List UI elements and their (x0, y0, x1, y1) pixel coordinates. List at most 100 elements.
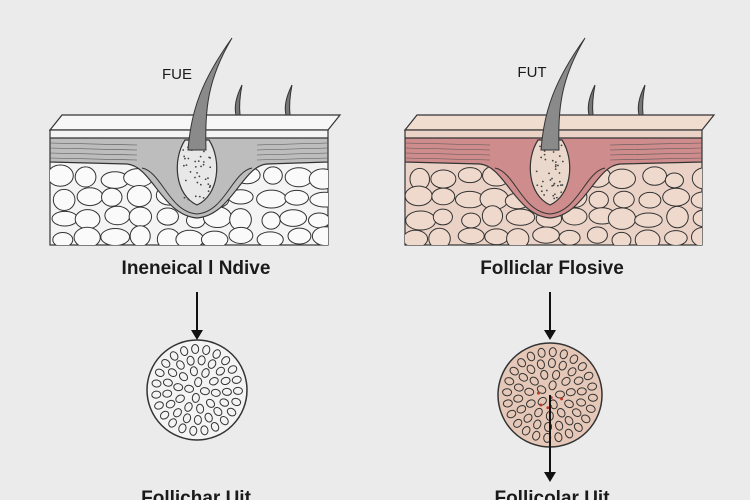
follicle-dot (202, 197, 205, 199)
tissue-cell (308, 212, 328, 229)
tissue-cell (311, 226, 328, 245)
follicle-dot (557, 164, 559, 167)
follicle-dot (548, 172, 550, 175)
tissue-cell (666, 205, 689, 229)
graft-cell (534, 407, 543, 418)
band-line (50, 142, 328, 146)
graft-cell (162, 389, 173, 398)
follicle-dot (561, 184, 564, 186)
graft-cell (184, 402, 193, 412)
graft-cell (178, 423, 187, 434)
graft-cell (191, 344, 200, 355)
tissue-cell (613, 190, 635, 209)
left-result-label: Follichar Uit (141, 488, 251, 500)
graft-cell (577, 362, 587, 372)
tissue-cell (634, 212, 663, 228)
blood-dot (546, 406, 550, 410)
graft-cell (502, 388, 513, 397)
follicle-dot (183, 196, 186, 199)
tissue-cell (611, 231, 632, 245)
graft-cell (567, 367, 577, 377)
tissue-cell (308, 168, 328, 190)
follicle-dot (540, 185, 543, 188)
follicle-dot (194, 165, 197, 168)
graft-cell (548, 347, 557, 358)
L-skin-block (48, 37, 342, 246)
follicle-dot (182, 149, 185, 151)
graft-cell (513, 394, 524, 403)
graft-cell (173, 408, 182, 418)
graft-cell (540, 369, 549, 380)
graft-cell (526, 364, 536, 374)
follicle-dot (194, 160, 197, 163)
tissue-cell (432, 208, 453, 226)
graft-cell (516, 405, 527, 414)
follicle-dot (536, 184, 539, 187)
follicle-dot (558, 172, 561, 174)
follicle-dot (187, 157, 190, 160)
tissue-cell (74, 209, 101, 230)
follicle-dot (554, 165, 557, 168)
tissue-cell (634, 229, 661, 245)
tissue-cell (175, 229, 205, 245)
follicle-dot (553, 182, 556, 185)
graft-cell (587, 393, 598, 402)
follicle-dot (209, 166, 212, 169)
tissue-cell (690, 191, 702, 209)
graft-cell (537, 347, 546, 358)
blood-dot (536, 391, 540, 395)
tissue-cell (505, 208, 536, 226)
band-line (50, 157, 328, 161)
tissue-cell (284, 189, 309, 206)
graft-cell (517, 358, 527, 368)
dip-outline (141, 167, 253, 215)
graft-cell (210, 388, 221, 397)
tissue-cell (484, 228, 509, 245)
tissue-cell (608, 168, 636, 190)
tissue-cell (76, 187, 104, 207)
graft-cell (231, 375, 242, 384)
tissue-cell (692, 209, 702, 228)
graft-cell (219, 416, 229, 426)
follicle-dot (545, 189, 548, 192)
follicle-dot (553, 197, 556, 200)
tissue-cell (461, 212, 482, 229)
graft-cell (202, 345, 211, 356)
graft-cell (533, 419, 542, 430)
graft-cell (576, 387, 587, 396)
graft-cell (199, 387, 210, 396)
follicle-dot (559, 184, 562, 187)
follicle-dot (556, 184, 559, 187)
follicle-dot (208, 156, 211, 159)
tissue-cell (128, 206, 153, 227)
graft-cell (182, 413, 192, 424)
graft-cell (558, 360, 567, 371)
follicle-dot (196, 171, 198, 174)
follicle-dot (540, 156, 543, 159)
graft-cell (587, 382, 598, 391)
tissue-cell (100, 227, 131, 245)
follicle-dot (183, 155, 186, 158)
tissue-cell (588, 190, 609, 209)
graft-cell (176, 360, 185, 370)
follicle-dot (554, 161, 557, 164)
tissue-cell (405, 229, 429, 245)
tissue-cell (430, 169, 457, 189)
graft-cell (184, 384, 195, 393)
graft-cell (521, 426, 531, 436)
arrow-head (544, 330, 556, 340)
follicle-dot (184, 157, 186, 160)
graft-cell (524, 387, 535, 396)
tissue-cell (104, 205, 131, 226)
dip-outline (494, 167, 606, 215)
band-line (50, 152, 328, 156)
tissue-cell (405, 210, 437, 231)
tissue-cell (101, 187, 123, 207)
graft-cell (555, 420, 564, 431)
tissue-cell (284, 167, 314, 188)
follicle-dot (543, 153, 546, 156)
tissue-cell (129, 225, 151, 245)
graft-cell (178, 372, 189, 382)
graft-cell (205, 398, 216, 408)
graft-cell (197, 355, 206, 366)
